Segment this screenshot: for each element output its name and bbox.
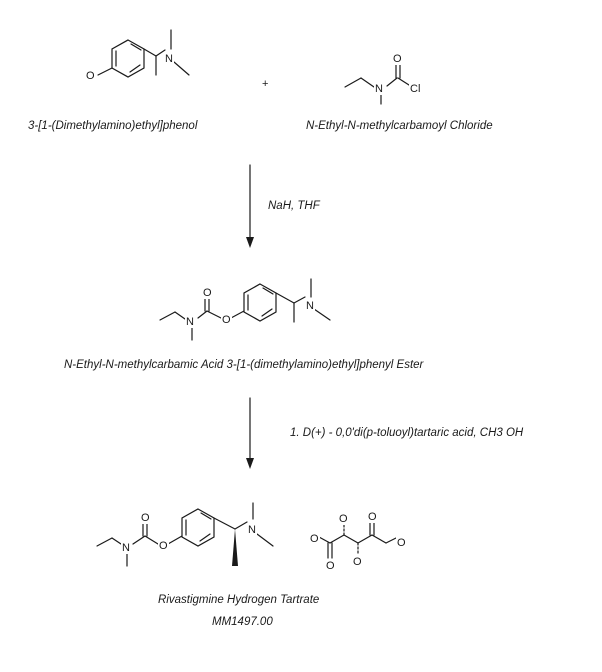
reactant-1-name: 3-[1-(Dimethylamino)ethyl]phenol (28, 120, 198, 132)
atom-o: O (368, 511, 377, 523)
atom-o: O (397, 537, 406, 549)
atom-label-backing (185, 316, 195, 328)
atom-o: O (222, 314, 231, 326)
benzene-ring (111, 39, 145, 78)
atom-label-backing (305, 300, 315, 312)
reaction-arrow-1 (246, 164, 254, 248)
atom-label-backing (261, 78, 270, 90)
atom-o: O (159, 540, 168, 552)
atom-label-backing (374, 83, 384, 95)
reactant-2-name: N-Ethyl-N-methylcarbamoyl Chloride (306, 120, 493, 132)
atom-n: N (186, 316, 194, 328)
step-2-reagent: 1. D(+) - 0,0'di(p-toluoyl)tartaric acid… (290, 427, 524, 439)
reactant-carbamoyl-chloride-structure: N O Cl (344, 53, 422, 105)
atom-o: O (141, 512, 150, 524)
atom-o: O (393, 53, 402, 65)
atom-n: N (306, 300, 314, 312)
product-name: Rivastigmine Hydrogen Tartrate (158, 594, 320, 606)
plus-sign: + (262, 78, 268, 90)
reaction-arrow-2 (246, 397, 254, 469)
atom-n: N (375, 83, 383, 95)
atom-o: O (339, 513, 348, 525)
atom-cl: Cl (410, 83, 420, 95)
reactant-phenol-structure: O N (85, 29, 190, 82)
atom-o: O (326, 560, 335, 572)
atom-n: N (248, 524, 256, 536)
atom-o: O (86, 70, 95, 82)
atom-label-backing (247, 524, 257, 536)
product-tartrate-structure: O O O O O O (309, 511, 407, 572)
atom-label-backing (367, 511, 378, 523)
atom-o: O (203, 287, 212, 299)
atom-n: N (122, 542, 130, 554)
atom-o: O (310, 533, 319, 545)
atom-label-backing (121, 542, 131, 554)
atom-label-backing (202, 287, 213, 299)
atom-label-backing (409, 83, 422, 95)
atom-label-backing (158, 540, 169, 552)
atom-label-backing (396, 537, 407, 549)
intermediate-name: N-Ethyl-N-methylcarbamic Acid 3-[1-(dime… (64, 359, 424, 371)
atom-label-backing (221, 314, 232, 326)
intermediate-structure: N O O N (159, 278, 331, 341)
atom-label-backing (338, 513, 349, 525)
atom-label-backing (325, 560, 336, 572)
atom-label-backing (352, 556, 363, 568)
atom-label-backing (164, 53, 174, 65)
benzene-ring (181, 508, 215, 547)
step-1-reagent: NaH, THF (268, 200, 320, 212)
product-rivastigmine-structure: N O O N (96, 502, 274, 567)
atom-label-backing (85, 70, 96, 82)
benzene-ring (243, 283, 277, 322)
atom-label-backing (392, 53, 403, 65)
atom-label-backing (309, 533, 320, 545)
atom-n: N (165, 53, 173, 65)
product-code: MM1497.00 (212, 616, 273, 628)
atom-label-backing (140, 512, 151, 524)
atom-o: O (353, 556, 362, 568)
